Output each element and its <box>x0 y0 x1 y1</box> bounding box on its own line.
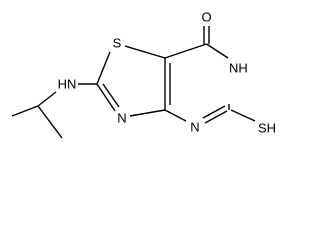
bond-c5-sh <box>230 109 256 122</box>
bond-c5-n4-1 <box>204 110 228 124</box>
atom-pyrimidine-n: N <box>190 120 199 135</box>
bond-c7a-s1 <box>124 45 166 59</box>
bond-c7-n6 <box>206 43 229 59</box>
bond-nh-ch <box>37 91 57 107</box>
atom-oxygen: O <box>201 10 211 25</box>
atom-ring-nh: NH <box>229 61 248 76</box>
bond-s1-c2 <box>96 51 111 85</box>
atom-sulfur: S <box>113 36 122 51</box>
bond-c2-n3-2 <box>102 83 120 108</box>
atom-thiol: SH <box>258 121 276 136</box>
bond-c7a-c7 <box>164 43 207 59</box>
atom-amine-nh: HN <box>58 77 77 92</box>
bond-ch-me2 <box>37 105 63 139</box>
chemical-structure: O NH S HN N N SH <box>11 10 276 139</box>
bond-ch-me1 <box>11 105 39 117</box>
bond-c5-n4-2 <box>202 105 226 119</box>
bond-c2-n3-1 <box>96 83 116 112</box>
atom-imine-n: N <box>117 111 126 126</box>
bond-n3-c3a <box>129 109 166 117</box>
bond-n4-c3a <box>164 109 187 122</box>
